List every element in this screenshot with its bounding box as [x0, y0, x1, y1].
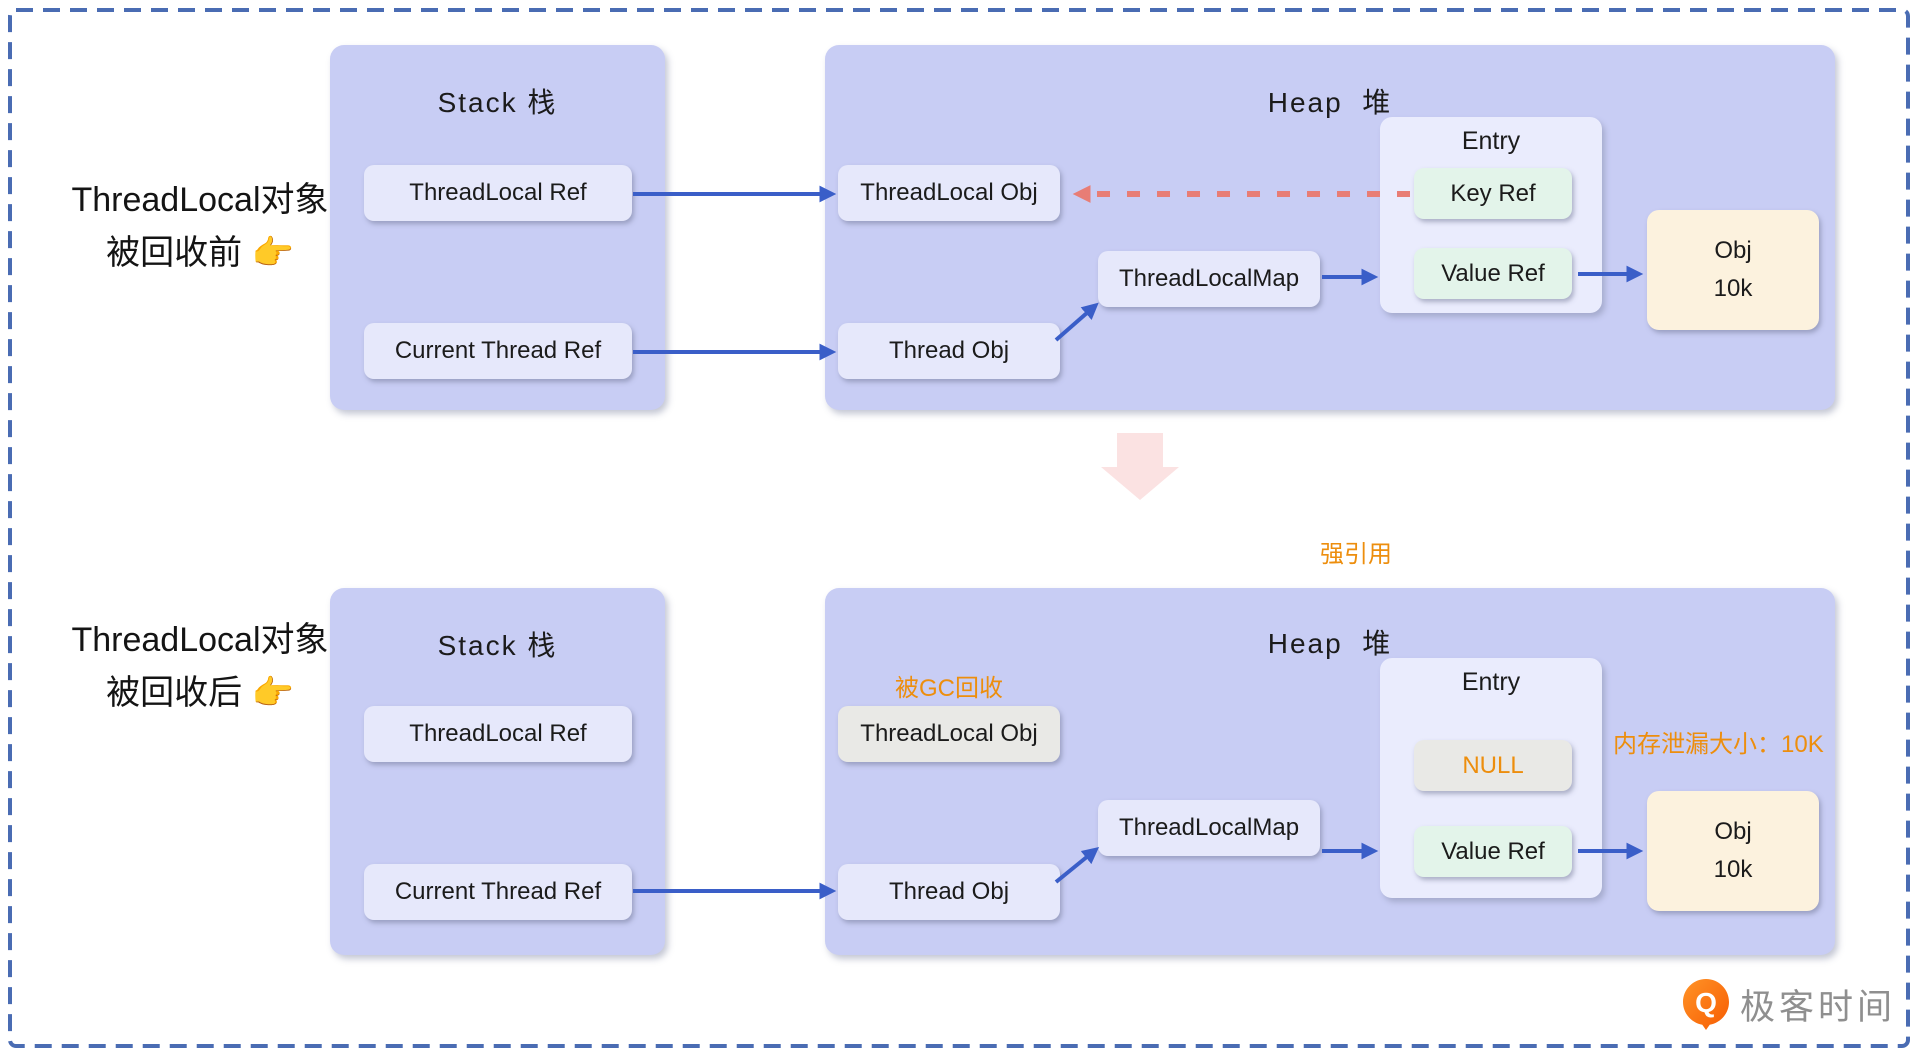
before-thread-obj-label: Thread Obj	[888, 337, 1010, 364]
after-threadlocal-obj-node: ThreadLocal Obj	[838, 706, 1060, 762]
before-entry-panel: Entry Key Ref Value Ref	[1380, 117, 1602, 313]
before-heap-panel: Heap 堆 ThreadLocal Obj ThreadLocalMap Th…	[825, 45, 1835, 410]
before-current-thread-ref-label: Current Thread Ref	[394, 337, 602, 364]
before-threadlocal-ref-label: ThreadLocal Ref	[409, 179, 587, 206]
after-obj-label-line1: Obj	[1714, 818, 1752, 845]
after-thread-obj-label: Thread Obj	[888, 878, 1010, 905]
after-value-ref-label: Value Ref	[1441, 837, 1545, 865]
before-side-label: ThreadLocal对象 被回收前 👉	[30, 174, 370, 280]
after-side-label-line1: ThreadLocal对象	[71, 621, 329, 659]
after-threadlocal-ref-label: ThreadLocal Ref	[409, 720, 587, 747]
strong-reference-label: 强引用	[1320, 541, 1392, 568]
memory-leak-size-label: 内存泄漏大小：10K	[1613, 731, 1824, 758]
before-threadlocal-obj-node: ThreadLocal Obj	[838, 165, 1060, 221]
after-thread-obj-node: Thread Obj	[838, 864, 1060, 920]
after-stack-title: Stack 栈	[437, 630, 558, 661]
after-current-thread-ref-node: Current Thread Ref	[364, 864, 632, 920]
after-null-node: NULL	[1414, 740, 1572, 791]
before-side-label-line2: 被回收前 👉	[106, 234, 294, 272]
before-stack-title: Stack 栈	[437, 87, 558, 118]
before-threadlocal-ref-node: ThreadLocal Ref	[364, 165, 632, 221]
before-obj-node: Obj 10k	[1647, 210, 1819, 330]
after-side-label-line2: 被回收后 👉	[106, 674, 294, 712]
after-heap-title: Heap 堆	[1267, 628, 1393, 659]
before-value-ref-label: Value Ref	[1441, 259, 1545, 287]
transition-down-arrow	[1101, 433, 1179, 500]
before-key-ref-node: Key Ref	[1414, 168, 1572, 219]
svg-text:Q: Q	[1695, 987, 1717, 1018]
before-key-ref-label: Key Ref	[1450, 179, 1536, 207]
after-null-label: NULL	[1462, 751, 1524, 779]
before-threadlocal-obj-label: ThreadLocal Obj	[860, 179, 1038, 206]
after-heap-panel: Heap 堆 被GC回收 ThreadLocal Obj ThreadLocal…	[825, 588, 1835, 955]
before-current-thread-ref-node: Current Thread Ref	[364, 323, 632, 379]
before-thread-obj-node: Thread Obj	[838, 323, 1060, 379]
before-entry-title: Entry	[1461, 127, 1521, 155]
brand-name: 极客时间	[1740, 988, 1897, 1027]
after-value-ref-node: Value Ref	[1414, 826, 1572, 877]
before-threadlocalmap-label: ThreadLocalMap	[1118, 265, 1300, 292]
before-obj-label-line1: Obj	[1714, 237, 1752, 264]
after-entry-title: Entry	[1461, 668, 1521, 696]
before-value-ref-node: Value Ref	[1414, 248, 1572, 299]
before-threadlocalmap-node: ThreadLocalMap	[1098, 251, 1320, 307]
gc-collected-label: 被GC回收	[895, 675, 1003, 702]
brand-footer: Q 极客时间	[1682, 978, 1896, 1031]
after-stack-panel: Stack 栈 ThreadLocal Ref Current Thread R…	[330, 588, 665, 955]
after-obj-label-line2: 10k	[1713, 856, 1753, 883]
after-threadlocal-ref-node: ThreadLocal Ref	[364, 706, 632, 762]
before-obj-label-line2: 10k	[1713, 275, 1753, 302]
after-current-thread-ref-label: Current Thread Ref	[394, 878, 602, 905]
before-side-label-line1: ThreadLocal对象	[71, 181, 329, 219]
after-threadlocal-obj-label: ThreadLocal Obj	[860, 720, 1038, 747]
geektime-logo-icon: Q	[1683, 979, 1729, 1030]
after-entry-panel: Entry NULL Value Ref	[1380, 658, 1602, 898]
after-threadlocalmap-node: ThreadLocalMap	[1098, 800, 1320, 856]
after-obj-node: Obj 10k	[1647, 791, 1819, 911]
before-stack-panel: Stack 栈 ThreadLocal Ref Current Thread R…	[330, 45, 665, 410]
after-threadlocalmap-label: ThreadLocalMap	[1118, 814, 1300, 841]
after-side-label: ThreadLocal对象 被回收后 👉	[30, 614, 370, 720]
before-heap-title: Heap 堆	[1267, 87, 1393, 118]
